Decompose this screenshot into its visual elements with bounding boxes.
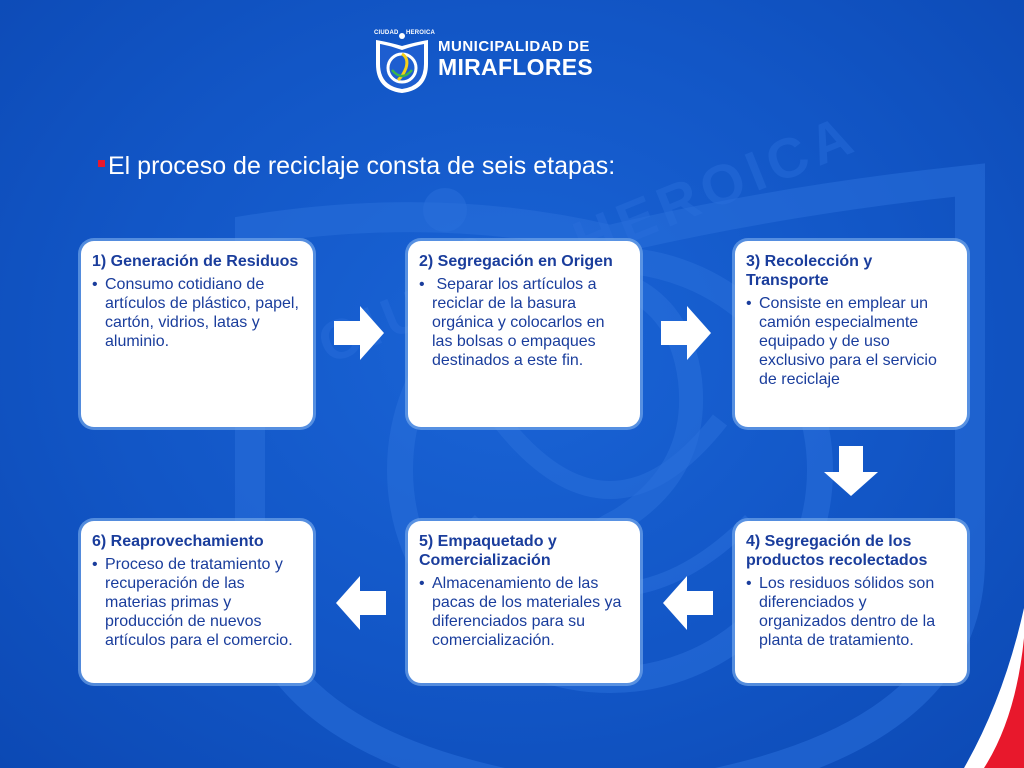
step-description-text-3: Consiste en emplear un camión especialme…: [759, 295, 937, 388]
heading-bullet: [98, 159, 105, 167]
bullet-dot: •: [746, 295, 752, 312]
arrow-down-icon: [824, 446, 878, 496]
step-title-4: 4) Segregación de los productos recolect…: [746, 533, 928, 569]
bullet-dot: •: [92, 556, 98, 573]
heading-text: El proceso de reciclaje consta de seis e…: [108, 152, 616, 180]
step-title-6: 6) Reaprovechamiento: [92, 533, 264, 550]
step-description-1: • Consumo cotidiano de artículos de plást…: [92, 275, 302, 351]
step-description-text-5: Almacenamiento de las pacas de los mater…: [432, 575, 622, 649]
logo-miraflores-text: MIRAFLORES: [438, 54, 594, 80]
step-description-5: • Almacenamiento de las pacas de los mate…: [419, 574, 629, 650]
shield-icon: [376, 33, 428, 93]
arrow-right-icon-2: [661, 306, 711, 360]
step-title-2: 2) Segregación en Origen: [419, 253, 613, 270]
step-title-5: 5) Empaquetado y Comercialización: [419, 533, 557, 569]
step-description-text-1: Consumo cotidiano de artículos de plásti…: [105, 276, 299, 350]
bullet-dot: •: [92, 276, 98, 293]
logo-heroica-text: HEROICA: [406, 30, 436, 36]
step-card-4: 4) Segregación de los productos recolect…: [735, 521, 967, 683]
step-description-2: • Separar los artículos a reciclar de la…: [419, 275, 629, 370]
logo-ciudad-text: CIUDAD: [374, 30, 399, 36]
step-description-text-2: Separar los artículos a reciclar de la b…: [432, 276, 605, 369]
bullet-dot: •: [419, 575, 425, 592]
corner-stripe: [964, 608, 1024, 768]
bullet-dot: •: [746, 575, 752, 592]
step-description-4: • Los residuos sólidos son diferenciados …: [746, 574, 956, 650]
step-card-2: 2) Segregación en Origen • Separar los a…: [408, 241, 640, 427]
step-description-3: • Consiste en emplear un camión especialm…: [746, 294, 956, 389]
step-card-1: 1) Generación de Residuos • Consumo cotid…: [81, 241, 313, 427]
step-title-3: 3) Recolección y Transporte: [746, 253, 873, 289]
step-card-5: 5) Empaquetado y Comercialización • Almac…: [408, 521, 640, 683]
logo-municipalidad-text: MUNICIPALIDAD DE: [438, 38, 590, 55]
municipality-logo: CIUDAD HEROICA MUNICIPALIDAD DE MIRAFLOR…: [372, 28, 612, 94]
step-card-3: 3) Recolección y Transporte • Consiste en…: [735, 241, 967, 427]
arrow-left-icon-1: [663, 576, 713, 630]
step-title-1: 1) Generación de Residuos: [92, 253, 299, 270]
step-description-text-6: Proceso de tratamiento y recuperación de…: [105, 556, 293, 649]
slide-heading: El proceso de reciclaje consta de seis e…: [98, 152, 615, 181]
arrow-right-icon-1: [334, 306, 384, 360]
step-description-6: • Proceso de tratamiento y recuperación d…: [92, 555, 302, 650]
bullet-dot: •: [419, 276, 425, 293]
step-description-text-4: Los residuos sólidos son diferenciados y…: [759, 575, 936, 649]
step-card-6: 6) Reaprovechamiento • Proceso de tratami…: [81, 521, 313, 683]
arrow-left-icon-2: [336, 576, 386, 630]
